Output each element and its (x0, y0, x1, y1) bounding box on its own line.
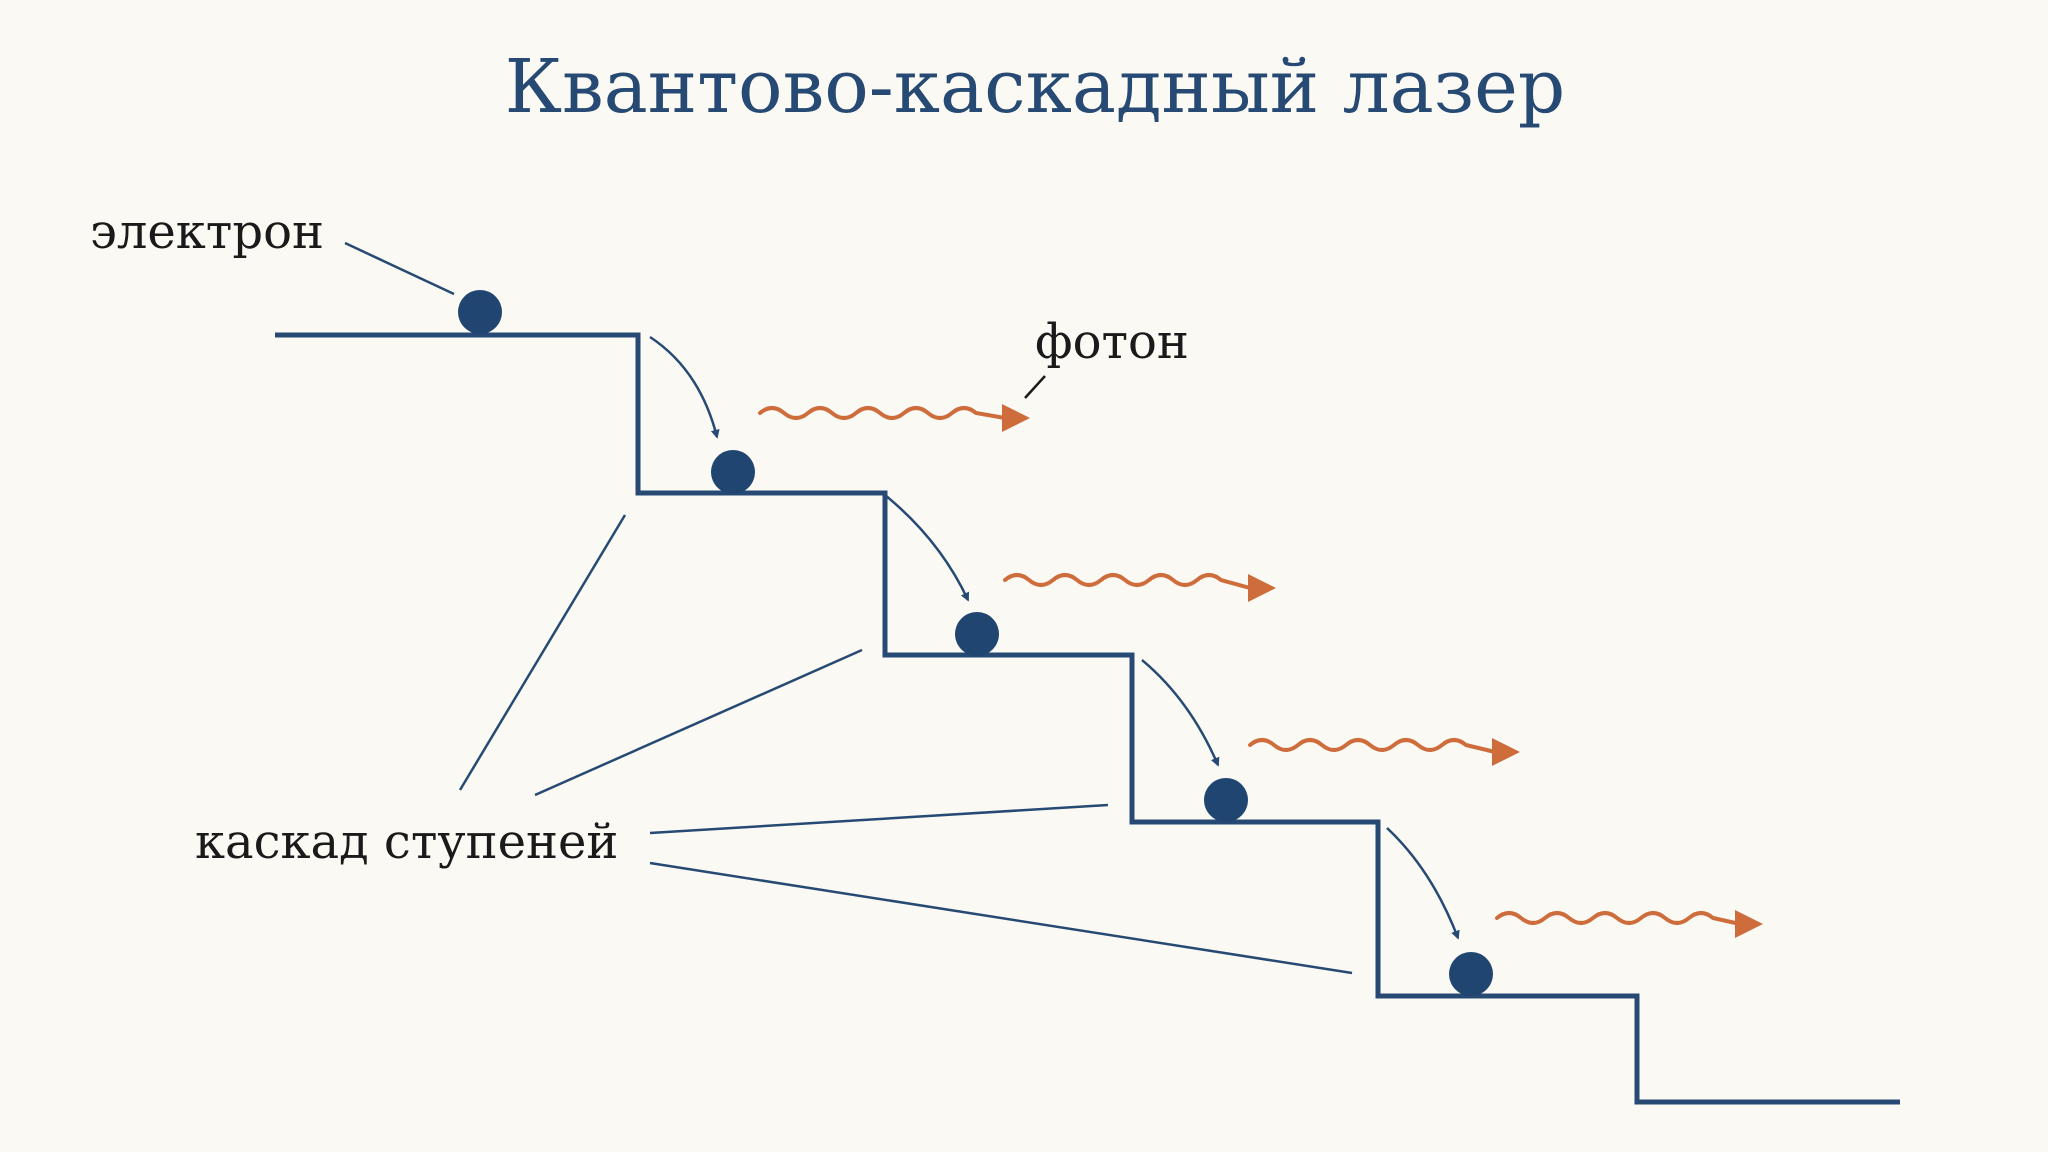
photon-2-arrowhead (1248, 574, 1276, 602)
steps-leader-line-4 (649, 861, 1353, 975)
photon-4-arrowhead (1735, 910, 1763, 938)
steps-leader-line-1 (458, 514, 627, 791)
diagram-title: Квантово-каскадный лазер (505, 44, 1566, 130)
photon-label: фотон (1035, 314, 1189, 370)
steps-leader-line-3 (649, 803, 1109, 835)
photon-1 (758, 406, 1007, 420)
photon-3 (1248, 738, 1497, 754)
photon-4 (1495, 911, 1742, 926)
electron-5 (1449, 952, 1493, 996)
photon-3-arrowhead (1492, 738, 1520, 766)
electron-4 (1204, 778, 1248, 822)
electron-leader-line (344, 241, 455, 296)
electron-3 (955, 612, 999, 656)
electrons (458, 290, 1493, 996)
transition-arrow-3 (1141, 659, 1220, 767)
transition-arrow-4 (1386, 827, 1460, 940)
photon-leader-line (1024, 375, 1046, 399)
electron-1 (458, 290, 502, 334)
photon-1-arrowhead (1002, 404, 1030, 432)
photon-2 (1003, 573, 1252, 590)
transition-arrow-1 (649, 335, 720, 439)
steps-leader-lines (458, 514, 1353, 975)
photons (758, 404, 1763, 938)
steps-label: каскад ступеней (195, 814, 618, 870)
transition-arrows (649, 335, 1460, 940)
steps-leader-line-2 (534, 648, 863, 797)
transition-arrow-2 (884, 494, 970, 602)
electron-label: электрон (90, 204, 324, 260)
electron-2 (711, 450, 755, 494)
energy-staircase (275, 332, 1900, 1105)
